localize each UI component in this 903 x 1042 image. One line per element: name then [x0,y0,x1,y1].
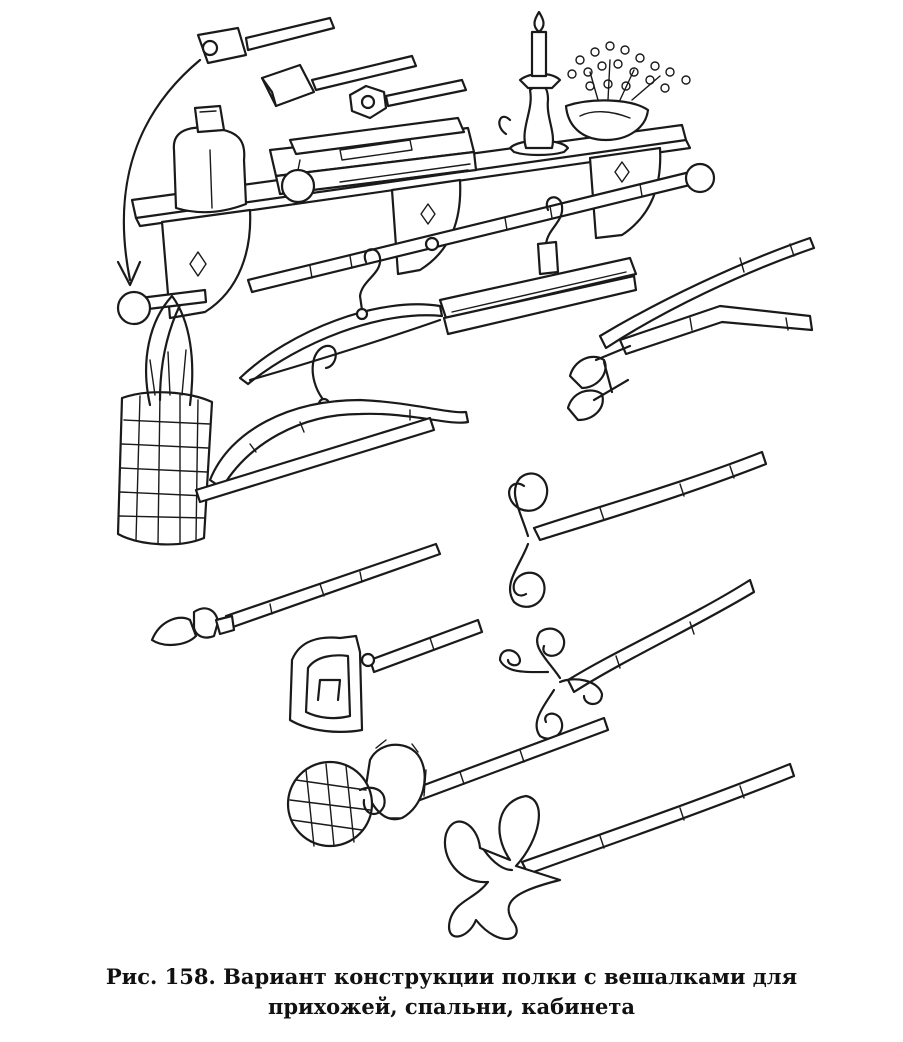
diamond-ornament-3 [615,162,629,182]
bottle [174,106,246,212]
figure-caption: Рис. 158. Вариант конструкции полки с ве… [0,962,903,1022]
checkered-ball-peg [288,718,608,846]
arched-hanger [196,346,468,502]
square-spiral-hook [290,620,482,732]
double-spiral-hook [509,452,766,607]
caption-line-2: прихожей, спальни, кабинета [267,994,636,1019]
left-peg [118,290,206,324]
caption-line-1: Рис. 158. Вариант конструкции полки с ве… [105,964,798,989]
peg-end-block [198,18,334,63]
rail-bolt [426,238,438,250]
stack-of-books [270,118,476,194]
butterfly-hook [445,764,794,939]
peg-end-hexagon [350,80,466,118]
bow-hanger [240,249,442,384]
diamond-ornament-1 [190,252,206,276]
rail-knob-right [686,164,714,192]
flower-bowl [566,42,690,140]
hanging-rail [248,164,714,292]
woven-basket [118,296,212,544]
bracket-middle [392,180,460,274]
turned-knob-peg [152,544,440,645]
apple [282,160,314,202]
shelf-with-hangers-illustration [0,0,903,960]
peg-end-cube [262,56,416,106]
rod-with-cord-end [568,238,814,420]
trouser-hanger [440,197,636,334]
diamond-ornament-2 [421,204,435,224]
curved-arrow [118,60,200,285]
candlestick [499,12,568,155]
